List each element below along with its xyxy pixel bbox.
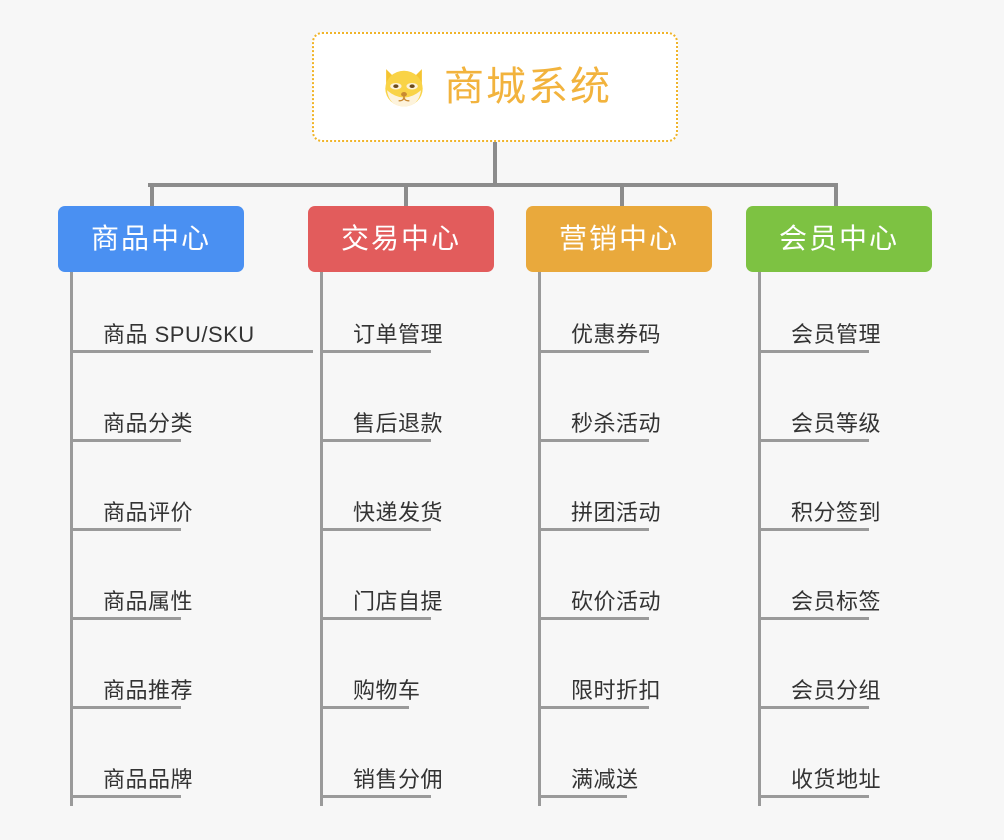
leaf-item-label: 优惠券码	[571, 321, 662, 347]
leaf-item-label: 秒杀活动	[571, 410, 662, 436]
leaf-item[interactable]: 会员分组	[759, 628, 881, 709]
category-label: 营销中心	[558, 223, 679, 254]
leaf-item-label: 购物车	[353, 677, 421, 703]
branch-spine	[758, 272, 761, 806]
leaf-item-label: 拼团活动	[571, 499, 662, 525]
leaf-item[interactable]: 商品分类	[71, 361, 193, 442]
branch-connector-horizontal	[148, 183, 836, 187]
leaf-item[interactable]: 门店自提	[321, 539, 443, 620]
branch-drop-connector	[834, 183, 838, 207]
leaf-item[interactable]: 秒杀活动	[539, 361, 661, 442]
root-node[interactable]: 商城系统	[312, 32, 678, 142]
category-label: 交易中心	[340, 223, 461, 254]
leaf-item[interactable]: 购物车	[321, 628, 420, 709]
root-connector-vertical	[493, 142, 497, 186]
leaf-item-label: 会员标签	[791, 588, 882, 614]
branch-spine	[70, 272, 73, 806]
leaf-item-label: 砍价活动	[571, 588, 662, 614]
category-box[interactable]: 营销中心	[526, 206, 712, 272]
leaf-item[interactable]: 砍价活动	[539, 539, 661, 620]
leaf-item[interactable]: 商品评价	[71, 450, 193, 531]
leaf-item[interactable]: 优惠券码	[539, 272, 661, 353]
leaf-item-label: 售后退款	[353, 410, 444, 436]
leaf-item-label: 会员等级	[791, 410, 882, 436]
leaf-item-label: 会员管理	[791, 321, 882, 347]
leaf-item-label: 满减送	[571, 766, 639, 792]
leaf-item[interactable]: 拼团活动	[539, 450, 661, 531]
leaf-item[interactable]: 商品品牌	[71, 717, 193, 798]
branch-drop-connector	[150, 183, 154, 207]
leaf-item[interactable]: 收货地址	[759, 717, 881, 798]
category-label: 会员中心	[778, 223, 899, 254]
category-box[interactable]: 会员中心	[746, 206, 932, 272]
branch-spine	[320, 272, 323, 806]
leaf-item-label: 商品 SPU/SKU	[103, 321, 255, 347]
leaf-item-label: 销售分佣	[353, 766, 444, 792]
leaf-item[interactable]: 满减送	[539, 717, 638, 798]
leaf-item[interactable]: 快递发货	[321, 450, 443, 531]
leaf-item-label: 积分签到	[791, 499, 882, 525]
category-box[interactable]: 交易中心	[308, 206, 494, 272]
leaf-item-label: 收货地址	[791, 766, 882, 792]
leaf-item-label: 商品评价	[103, 499, 194, 525]
leaf-item-label: 商品品牌	[103, 766, 194, 792]
leaf-item[interactable]: 会员管理	[759, 272, 881, 353]
category-label: 商品中心	[90, 223, 211, 254]
leaf-item[interactable]: 会员标签	[759, 539, 881, 620]
leaf-item-label: 订单管理	[353, 321, 444, 347]
leaf-item[interactable]: 限时折扣	[539, 628, 661, 709]
leaf-item-label: 商品属性	[103, 588, 194, 614]
leaf-item[interactable]: 售后退款	[321, 361, 443, 442]
branch-spine	[538, 272, 541, 806]
dog-face-icon	[378, 61, 430, 113]
leaf-item-label: 限时折扣	[571, 677, 662, 703]
category-box[interactable]: 商品中心	[58, 206, 244, 272]
root-title: 商城系统	[444, 65, 612, 109]
leaf-item[interactable]: 商品推荐	[71, 628, 193, 709]
leaf-item-label: 快递发货	[353, 499, 444, 525]
branch-drop-connector	[404, 183, 408, 207]
branch-drop-connector	[620, 183, 624, 207]
leaf-item-label: 商品分类	[103, 410, 194, 436]
leaf-item-label: 门店自提	[353, 588, 444, 614]
leaf-item[interactable]: 积分签到	[759, 450, 881, 531]
leaf-item-label: 商品推荐	[103, 677, 194, 703]
leaf-item[interactable]: 订单管理	[321, 272, 443, 353]
leaf-item[interactable]: 会员等级	[759, 361, 881, 442]
leaf-item[interactable]: 商品属性	[71, 539, 193, 620]
leaf-item-label: 会员分组	[791, 677, 882, 703]
leaf-item[interactable]: 商品 SPU/SKU	[71, 272, 313, 353]
leaf-item[interactable]: 销售分佣	[321, 717, 443, 798]
